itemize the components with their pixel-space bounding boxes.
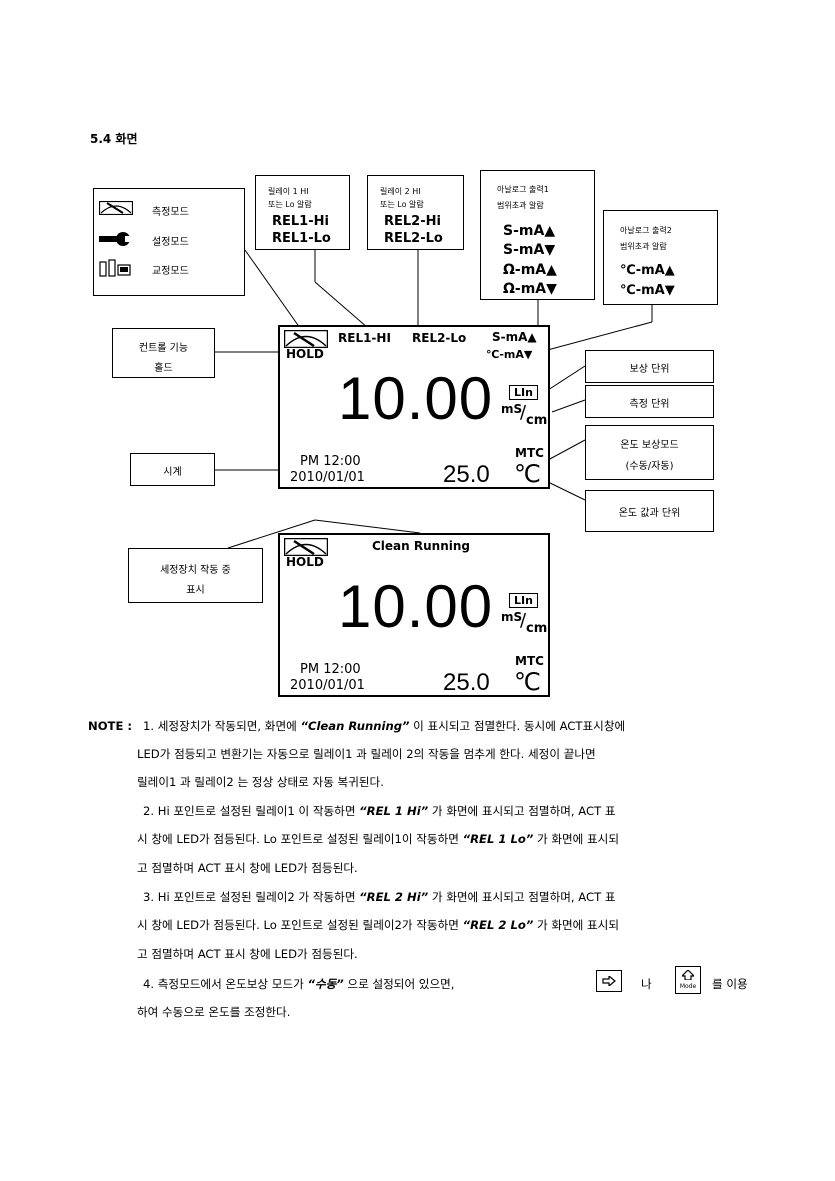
note-label: NOTE : <box>88 719 133 733</box>
note-3-line-3: 고 점멸하며 ACT 표시 창에 LED가 점등된다. <box>137 947 358 961</box>
mtc-indicator: MTC <box>515 654 544 668</box>
analog1-line-4: Ω-mA▼ <box>503 281 557 297</box>
temp-value-label: 온도 값과 단위 <box>585 490 714 532</box>
note-2-line-3: 고 점멸하며 ACT 표시 창에 LED가 점등된다. <box>137 861 358 875</box>
main-reading: 10.00 <box>338 573 494 640</box>
relay2-caption-2: 또는 Lo 알람 <box>380 200 424 209</box>
right-arrow-key-icon <box>596 970 622 992</box>
note-3-line-1: 3. Hi 포인트로 설정된 릴레이2 가 작동하면 “REL 2 Hi” 가 … <box>143 890 616 904</box>
mode-key-icon: Mode <box>675 966 701 994</box>
analog1-caption-2: 범위초과 알람 <box>497 201 544 210</box>
hold-indicator: HOLD <box>286 555 324 569</box>
clock-date: 2010/01/01 <box>290 678 365 693</box>
temp-comp-mode-label: 온도 보상모드 (수동/자동) <box>585 425 714 480</box>
temperature-unit: ℃ <box>514 669 541 696</box>
wrench-icon <box>99 232 131 246</box>
analog1-alarm-box: 아날로그 출력1 범위초과 알람 S-mA▲ S-mA▼ Ω-mA▲ Ω-mA▼ <box>480 170 595 300</box>
lin-indicator: LIn <box>509 593 538 608</box>
relay2-hi-text: REL2-Hi <box>384 214 441 229</box>
relay2-alarm-box: 릴레이 2 HI 또는 Lo 알람 REL2-Hi REL2-Lo <box>367 175 464 250</box>
unit-slash: / <box>520 610 527 631</box>
analog1-line-3: Ω-mA▲ <box>503 262 557 278</box>
analog2-line-1: ℃-mA▲ <box>620 263 675 278</box>
unit-ms: mS <box>501 402 523 416</box>
analog1-caption-1: 아날로그 출력1 <box>497 185 549 194</box>
lcd-display-main: HOLD REL1-HI REL2-Lo S-mA▲ ℃-mA▼ 10.00 L… <box>278 325 550 489</box>
clean-indicator-label: 세정장치 작동 중 표시 <box>128 548 263 603</box>
calibration-mode-label: 교정모드 <box>152 266 189 277</box>
main-reading: 10.00 <box>338 365 494 432</box>
setting-mode-label: 설정모드 <box>152 237 189 248</box>
temperature-unit: ℃ <box>514 461 541 488</box>
relay2-indicator: REL2-Lo <box>412 331 467 345</box>
note-4-line-1: 4. 측정모드에서 온도보상 모드가 “수동” 으로 설정되어 있으면, <box>143 977 455 991</box>
relay1-alarm-box: 릴레이 1 HI 또는 Lo 알람 REL1-Hi REL1-Lo <box>255 175 350 250</box>
measure-mode-icon <box>284 538 328 556</box>
compensation-unit-label: 보상 단위 <box>585 350 714 383</box>
note-3-line-2: 시 창에 LED가 점등된다. Lo 포인트로 설정된 릴레이2가 작동하면 “… <box>137 918 620 932</box>
clean-running-indicator: Clean Running <box>372 539 470 553</box>
s-ma-indicator: S-mA▲ <box>492 330 537 344</box>
note-2-line-1: 2. Hi 포인트로 설정된 릴레이1 이 작동하면 “REL 1 Hi” 가 … <box>143 804 616 818</box>
c-ma-indicator: ℃-mA▼ <box>486 348 533 361</box>
relay1-indicator: REL1-HI <box>338 331 391 345</box>
section-title: 5.4 화면 <box>90 132 138 146</box>
measurement-unit-label: 측정 단위 <box>585 385 714 418</box>
control-hold-label: 컨트롤 기능 홀드 <box>112 328 215 378</box>
calibration-icon <box>99 259 131 277</box>
analog2-line-2: ℃-mA▼ <box>620 283 675 298</box>
note-1-line-3: 릴레이1 과 릴레이2 는 정상 상태로 자동 복귀된다. <box>137 775 384 789</box>
mtc-indicator: MTC <box>515 446 544 460</box>
relay1-caption-2: 또는 Lo 알람 <box>268 200 312 209</box>
clock-time: PM 12:00 <box>300 454 361 469</box>
relay1-lo-text: REL1-Lo <box>272 231 331 246</box>
clock-date: 2010/01/01 <box>290 470 365 485</box>
relay1-hi-text: REL1-Hi <box>272 214 329 229</box>
note-4-use: 를 이용 <box>712 977 748 991</box>
unit-slash: / <box>520 402 527 423</box>
clock-time: PM 12:00 <box>300 662 361 677</box>
temperature-value: 25.0 <box>443 461 490 488</box>
unit-ms: mS <box>501 610 523 624</box>
unit-cm: cm <box>526 621 548 636</box>
note-4-or: 나 <box>641 977 652 991</box>
analog2-alarm-box: 아날로그 출력2 범위초과 알람 ℃-mA▲ ℃-mA▼ <box>603 210 718 305</box>
note-1-line-2: LED가 점등되고 변환기는 자동으로 릴레이1 과 릴레이 2의 작동을 멈추… <box>137 747 596 761</box>
note-1-line-1: 1. 세정장치가 작동되면, 화면에 “Clean Running” 이 표시되… <box>143 719 626 733</box>
lin-indicator: LIn <box>509 385 538 400</box>
unit-cm: cm <box>526 413 548 428</box>
note-2-line-2: 시 창에 LED가 점등된다. Lo 포인트로 설정된 릴레이1이 작동하면 “… <box>137 832 620 846</box>
relay1-caption-1: 릴레이 1 HI <box>268 187 309 196</box>
measure-mode-label: 측정모드 <box>152 207 189 218</box>
mode-legend: 측정모드 설정모드 교정모드 <box>93 188 245 296</box>
clock-label: 시계 <box>130 453 215 486</box>
measure-mode-icon <box>99 201 133 215</box>
hold-indicator: HOLD <box>286 347 324 361</box>
relay2-lo-text: REL2-Lo <box>384 231 443 246</box>
note-4-line-2: 하여 수동으로 온도를 조정한다. <box>137 1005 291 1019</box>
lcd-display-clean: HOLD Clean Running 10.00 LIn mS / cm MTC… <box>278 533 550 697</box>
analog2-caption-1: 아날로그 출력2 <box>620 226 672 235</box>
temperature-value: 25.0 <box>443 669 490 696</box>
relay2-caption-1: 릴레이 2 HI <box>380 187 421 196</box>
measure-mode-icon <box>284 330 328 348</box>
analog1-line-2: S-mA▼ <box>503 242 556 258</box>
analog1-line-1: S-mA▲ <box>503 223 556 239</box>
analog2-caption-2: 범위초과 알람 <box>620 242 667 251</box>
